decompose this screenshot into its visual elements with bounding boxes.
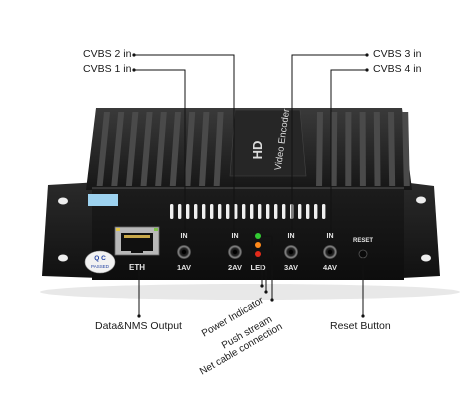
cvbs2-label: CVBS 2 in xyxy=(83,48,132,60)
port-2av-label: 2AV xyxy=(228,263,242,272)
led-red xyxy=(255,251,261,257)
eth-port[interactable] xyxy=(114,226,160,256)
av-input-3[interactable]: IN 3AV xyxy=(284,233,298,272)
vent-slot xyxy=(218,204,222,219)
led-green xyxy=(255,233,261,239)
top-logo-panel: HD Video Encoder xyxy=(229,108,307,177)
qc-passed-sticker: Q C PASSED xyxy=(84,250,116,274)
vent-slot xyxy=(250,204,254,219)
heatsink-fin xyxy=(402,112,410,186)
heatsink-fin xyxy=(199,112,210,186)
vent-slot xyxy=(170,204,174,219)
in-label: IN xyxy=(181,233,188,240)
heatsink-fin xyxy=(140,112,153,186)
vent-slot xyxy=(242,204,246,219)
vent-slot xyxy=(178,204,182,219)
av-input-4[interactable]: IN 4AV xyxy=(323,233,337,272)
vent-slot xyxy=(298,204,302,219)
heatsink-fin xyxy=(169,112,181,186)
vent-slot xyxy=(322,204,326,219)
heatsink-fins xyxy=(96,112,410,186)
vent-slot xyxy=(274,204,278,219)
heatsink-fin xyxy=(316,112,323,186)
vent-slot xyxy=(194,204,198,219)
led-label: LED xyxy=(251,263,267,272)
mounting-flange-right xyxy=(402,182,440,278)
port-3av-label: 3AV xyxy=(284,263,298,272)
heatsink-fin xyxy=(330,112,338,186)
port-4av-label: 4AV xyxy=(323,263,337,272)
heatsink-fin xyxy=(213,112,224,186)
heatsink-fin xyxy=(388,112,396,186)
eth-port-label: ETH xyxy=(129,263,145,272)
qc-text: Q C xyxy=(94,255,106,262)
vent-slot xyxy=(226,204,230,219)
heatsink-fin xyxy=(125,112,139,186)
heatsink-fin xyxy=(96,112,110,186)
floor-shadow xyxy=(40,284,460,300)
cvbs4-label: CVBS 4 in xyxy=(373,63,422,75)
vent-slot xyxy=(234,204,238,219)
hd-logo: HD xyxy=(250,141,265,160)
serial-sticker xyxy=(88,194,118,206)
heatsink-fin xyxy=(111,112,125,186)
reset-button-label: Reset Button xyxy=(330,320,391,332)
vent-slot xyxy=(314,204,318,219)
vent-slot xyxy=(258,204,262,219)
port-1av-label: 1AV xyxy=(177,263,191,272)
status-leds: LED xyxy=(251,233,267,272)
heatsink-fin xyxy=(155,112,167,186)
vent-slot xyxy=(306,204,310,219)
in-label: IN xyxy=(232,233,239,240)
in-label: IN xyxy=(327,233,334,240)
heatsink-fin xyxy=(345,112,352,186)
led-orange xyxy=(255,242,261,248)
in-label: IN xyxy=(288,233,295,240)
callout-dots xyxy=(132,53,369,318)
av-input-1[interactable]: IN 1AV xyxy=(177,233,191,272)
vent-slot xyxy=(282,204,286,219)
av-input-2[interactable]: IN 2AV xyxy=(228,233,242,272)
heatsink-fin xyxy=(373,112,381,186)
heatsink-fin xyxy=(184,112,196,186)
reset-label: RESET xyxy=(353,238,373,244)
vent-slot xyxy=(210,204,214,219)
vent-slot xyxy=(186,204,190,219)
cvbs1-label: CVBS 1 in xyxy=(83,63,132,75)
front-vent-slots xyxy=(170,204,326,219)
mounting-flange-left xyxy=(42,182,100,278)
data-nms-label: Data&NMS Output xyxy=(95,320,182,332)
vent-slot xyxy=(202,204,206,219)
vent-slot xyxy=(266,204,270,219)
passed-text: PASSED xyxy=(91,264,110,269)
heatsink-fin xyxy=(359,112,366,186)
callout-lines xyxy=(134,54,367,316)
cvbs3-label: CVBS 3 in xyxy=(373,48,422,60)
